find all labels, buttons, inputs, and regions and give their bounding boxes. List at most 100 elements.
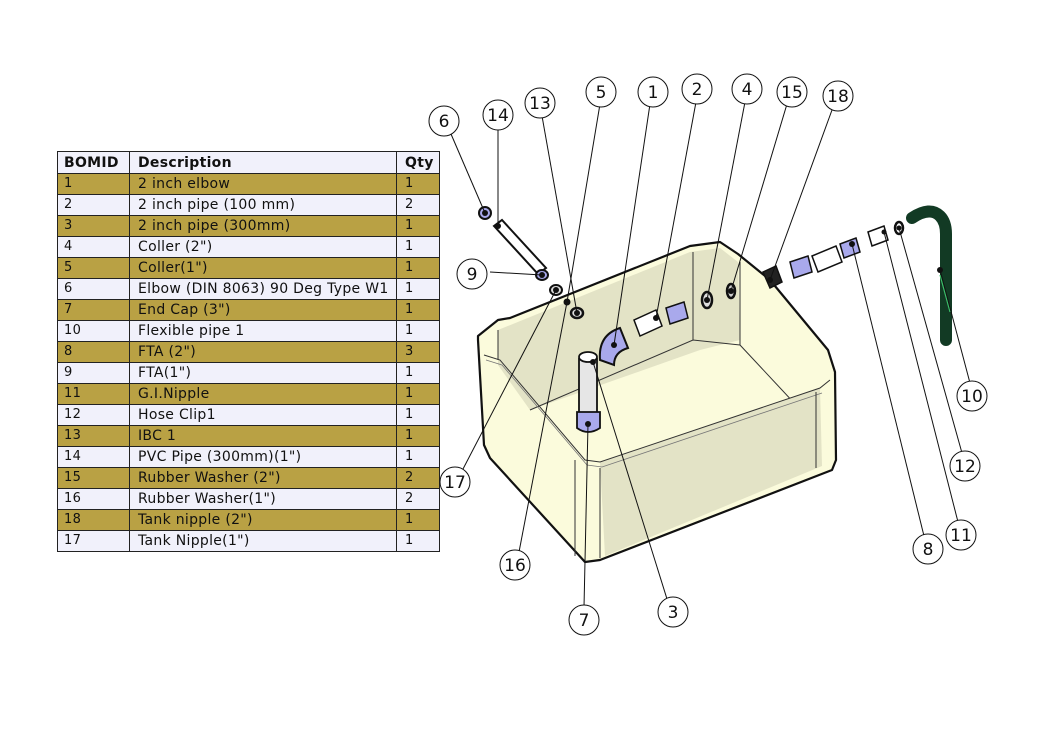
balloon-label: 3: [668, 603, 679, 623]
bom-cell-description: 2 inch pipe (300mm): [129, 215, 397, 237]
part-8a-fta-2inch: [665, 301, 689, 325]
bom-cell-description: Tank nipple (2"): [129, 509, 397, 531]
balloon-label: 13: [529, 94, 551, 114]
bom-cell-qty: 1: [396, 173, 440, 195]
bom-cell-qty: 1: [396, 299, 440, 321]
part-18-tank-nipple-2inch: [762, 264, 783, 290]
balloon-item-3: 3: [657, 596, 689, 628]
bom-cell-id: 14: [57, 446, 130, 468]
bom-cell-description: FTA (2"): [129, 341, 397, 363]
balloon-circle: [657, 596, 689, 628]
bom-cell-qty: 2: [396, 488, 440, 510]
bom-header-description: Description: [129, 151, 397, 174]
balloon-circle: [428, 105, 460, 137]
balloon-label: 2: [692, 80, 703, 100]
balloon-circle: [949, 450, 981, 482]
bom-cell-qty: 1: [396, 530, 440, 552]
bom-cell-qty: 1: [396, 320, 440, 342]
balloon-item-15: 15: [776, 76, 808, 108]
bom-cell-qty: 1: [396, 404, 440, 426]
bom-cell-qty: 1: [396, 215, 440, 237]
balloon-item-4: 4: [731, 73, 763, 105]
balloon-circle: [731, 73, 763, 105]
bom-cell-qty: 1: [396, 257, 440, 279]
bom-cell-id: 11: [57, 383, 130, 405]
balloon-item-9: 9: [456, 258, 488, 290]
bom-cell-qty: 1: [396, 236, 440, 258]
bom-header-row: BOMID Description Qty: [57, 151, 440, 174]
balloon-circle: [822, 80, 854, 112]
bom-cell-id: 10: [57, 320, 130, 342]
bom-cell-id: 5: [57, 257, 130, 279]
balloon-item-12: 12: [949, 450, 981, 482]
bom-cell-description: Rubber Washer (2"): [129, 467, 397, 489]
bom-header-qty: Qty: [396, 151, 440, 174]
part-14-pvc-pipe: [492, 218, 548, 276]
balloon-label: 12: [954, 457, 976, 477]
bom-cell-id: 13: [57, 425, 130, 447]
bom-cell-id: 15: [57, 467, 130, 489]
balloon-circle: [776, 76, 808, 108]
bom-cell-id: 6: [57, 278, 130, 300]
bom-cell-description: Elbow (DIN 8063) 90 Deg Type W1: [129, 278, 397, 300]
bom-cell-id: 3: [57, 215, 130, 237]
balloon-circle: [568, 604, 600, 636]
balloon-item-2: 2: [681, 73, 713, 105]
bom-cell-id: 16: [57, 488, 130, 510]
balloon-circle: [956, 380, 988, 412]
bom-cell-id: 9: [57, 362, 130, 384]
bom-cell-description: FTA(1"): [129, 362, 397, 384]
bom-cell-id: 4: [57, 236, 130, 258]
balloon-item-8: 8: [912, 533, 944, 565]
part-3-pipe-300mm-horizontal: [811, 245, 843, 273]
bom-cell-description: End Cap (3"): [129, 299, 397, 321]
balloon-item-16: 16: [499, 549, 531, 581]
tank-ibc: [476, 240, 838, 564]
balloon-circle: [637, 76, 669, 108]
part-8b-fta-2inch: [789, 255, 813, 279]
bom-cell-description: 2 inch pipe (100 mm): [129, 194, 397, 216]
balloon-label: 7: [579, 611, 590, 631]
balloon-item-13: 13: [524, 87, 556, 119]
bom-cell-qty: 1: [396, 425, 440, 447]
bom-cell-description: Hose Clip1: [129, 404, 397, 426]
balloon-item-7: 7: [568, 604, 600, 636]
balloon-label: 8: [923, 540, 934, 560]
balloon-label: 18: [827, 87, 849, 107]
balloon-label: 1: [648, 83, 659, 103]
balloon-circle: [912, 533, 944, 565]
balloon-item-6: 6: [428, 105, 460, 137]
balloon-circle: [524, 87, 556, 119]
leader-anchor-dots: [482, 210, 943, 427]
balloon-item-11: 11: [945, 519, 977, 551]
bom-cell-description: Coller (2"): [129, 236, 397, 258]
bom-cell-qty: 2: [396, 194, 440, 216]
bom-cell-description: PVC Pipe (300mm)(1"): [129, 446, 397, 468]
balloon-circle: [585, 76, 617, 108]
balloon-label: 16: [504, 556, 526, 576]
balloon-item-18: 18: [822, 80, 854, 112]
part-8c-fta-2inch: [839, 237, 861, 259]
bom-cell-qty: 1: [396, 446, 440, 468]
leader-lines: [450, 101, 971, 608]
bom-cell-id: 17: [57, 530, 130, 552]
balloon-label: 11: [950, 526, 972, 546]
balloon-label: 6: [439, 112, 450, 132]
bom-cell-id: 1: [57, 173, 130, 195]
bom-cell-description: Tank Nipple(1"): [129, 530, 397, 552]
bom-cell-qty: 1: [396, 362, 440, 384]
balloon-circle: [499, 549, 531, 581]
